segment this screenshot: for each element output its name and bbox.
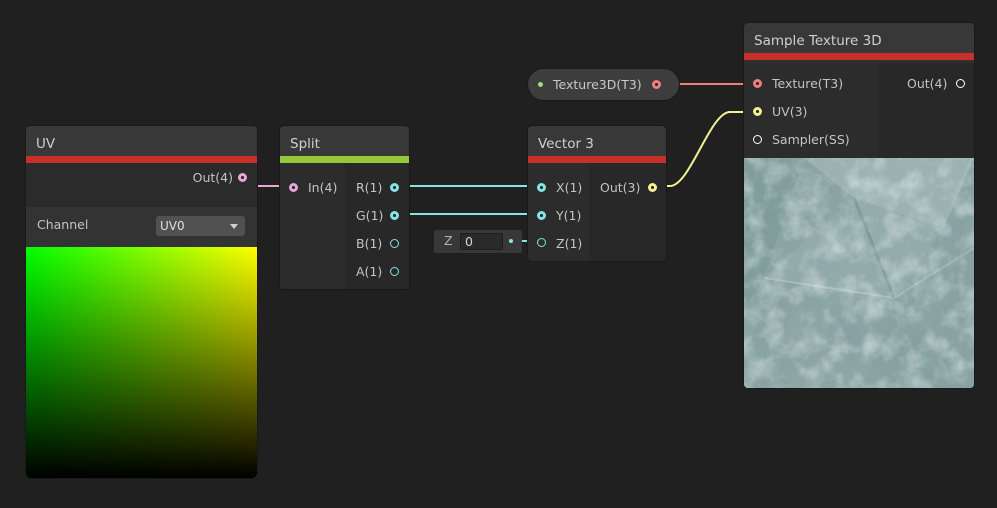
- split-output-r-port[interactable]: [390, 183, 399, 192]
- sample-output-label: Out(4): [907, 76, 948, 91]
- split-output-b-port[interactable]: [390, 239, 399, 248]
- sample-node-header-bar: [744, 53, 974, 60]
- split-input-port[interactable]: [289, 183, 298, 192]
- vector3-inputs: X(1) Y(1) Z(1): [528, 163, 589, 261]
- sample-node-title[interactable]: Sample Texture 3D: [744, 23, 974, 53]
- vector3-node-title[interactable]: Vector 3: [528, 126, 666, 156]
- uv-output-label: Out(4): [192, 170, 233, 185]
- channel-dropdown-value: UV0: [160, 219, 185, 233]
- split-node-header-bar: [280, 156, 409, 163]
- chevron-down-icon: [230, 224, 238, 229]
- sample-input-texture-port[interactable]: [753, 79, 762, 88]
- split-output-g-port[interactable]: [390, 211, 399, 220]
- split-inputs: In(4): [280, 163, 345, 289]
- split-outputs: R(1) G(1) B(1) A(1): [345, 163, 409, 289]
- channel-dropdown[interactable]: UV0: [156, 216, 245, 236]
- sample-input-sampler-label: Sampler(SS): [772, 132, 850, 147]
- sample-outputs: Out(4): [878, 63, 974, 158]
- sample-input-sampler-port[interactable]: [753, 135, 762, 144]
- sample-inputs: Texture(T3) UV(3) Sampler(SS): [744, 63, 878, 158]
- texture-preview-image: [744, 158, 974, 388]
- sample-output-port[interactable]: [956, 79, 965, 88]
- wire-vector3-to-uv[interactable]: [655, 111, 757, 187]
- split-node-title[interactable]: Split: [280, 126, 409, 156]
- texture3d-property-label: Texture3D(T3): [553, 77, 642, 92]
- sample-texture-preview: [744, 158, 974, 388]
- vector3-input-z-label: Z(1): [556, 236, 583, 251]
- vector3-outputs: Out(3): [589, 163, 666, 261]
- z-field-port[interactable]: [509, 239, 513, 243]
- channel-label: Channel: [37, 217, 89, 232]
- uv-node-title[interactable]: UV: [26, 126, 257, 156]
- sample-input-uv-label: UV(3): [772, 104, 808, 119]
- vector3-input-y-label: Y(1): [556, 208, 582, 223]
- split-output-g-label: G(1): [356, 208, 384, 223]
- uv-preview: [26, 247, 257, 478]
- vector3-input-z-port[interactable]: [537, 238, 546, 247]
- sample-input-texture-label: Texture(T3): [772, 76, 844, 91]
- vector3-input-x-label: X(1): [556, 180, 583, 195]
- texture3d-property-port[interactable]: [652, 80, 661, 89]
- split-node[interactable]: Split In(4) R(1) G(1) B(1) A(1): [280, 126, 409, 289]
- uv-node-header-bar: [26, 156, 257, 163]
- z-field-label: Z: [444, 233, 453, 248]
- split-output-a-label: A(1): [356, 264, 383, 279]
- sample-input-uv-port[interactable]: [753, 107, 762, 116]
- property-exposed-indicator: [538, 82, 543, 87]
- vector3-output-label: Out(3): [600, 180, 641, 195]
- z-input-field[interactable]: Z 0: [434, 230, 522, 253]
- vector3-node-header-bar: [528, 156, 666, 163]
- uv-output-area: Out(4): [26, 163, 257, 207]
- split-output-b-label: B(1): [356, 236, 383, 251]
- uv-output-port[interactable]: [238, 173, 247, 182]
- vector3-input-y-port[interactable]: [537, 211, 546, 220]
- vector3-output-port[interactable]: [648, 183, 657, 192]
- texture3d-property-node[interactable]: Texture3D(T3): [528, 69, 679, 100]
- split-input-label: In(4): [308, 180, 338, 195]
- split-output-r-label: R(1): [356, 180, 383, 195]
- vector3-node[interactable]: Vector 3 X(1) Y(1) Z(1) Out(3): [528, 126, 666, 261]
- uv-node[interactable]: UV Out(4) Channel UV0: [26, 126, 257, 478]
- vector3-input-x-port[interactable]: [537, 183, 546, 192]
- z-field-input[interactable]: 0: [460, 233, 503, 250]
- sample-texture-3d-node[interactable]: Sample Texture 3D Texture(T3) UV(3) Samp…: [744, 23, 974, 388]
- split-output-a-port[interactable]: [390, 267, 399, 276]
- uv-channel-row: Channel UV0: [26, 207, 257, 247]
